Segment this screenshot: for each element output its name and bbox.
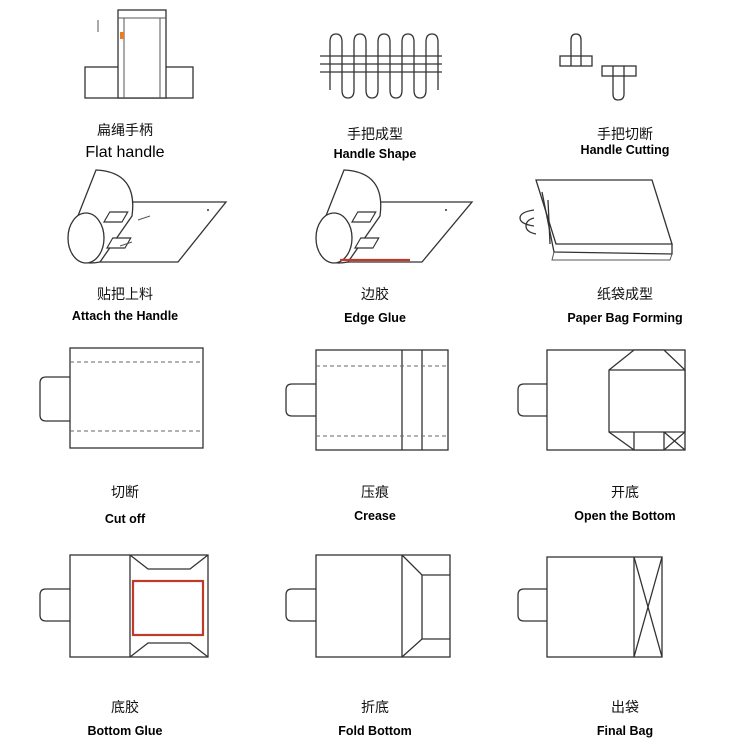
flat-handle-illustration <box>0 0 250 120</box>
attach-handle-illustration <box>0 169 250 330</box>
step-title-cn: 底胶 <box>111 700 139 716</box>
final-bag-illustration <box>500 535 750 675</box>
step-open-bottom: 开底 Open the Bottom <box>500 330 750 535</box>
fold-bottom-illustration <box>250 535 500 675</box>
step-title-cn: 开底 <box>611 485 639 501</box>
step-cut-off: 切断 Cut off <box>0 330 250 535</box>
step-final-bag: 出袋 Final Bag <box>500 535 750 750</box>
handle-cutting-illustration <box>500 0 750 120</box>
step-title-en: Paper Bag Forming <box>567 311 683 325</box>
step-title-en: Handle Shape <box>333 147 417 161</box>
step-paper-bag-forming: 纸袋成型 Paper Bag Forming <box>500 170 750 330</box>
step-title-en: Edge Glue <box>344 311 406 325</box>
step-title-cn: 出袋 <box>611 700 639 716</box>
step-title-cn: 贴把上料 <box>97 287 153 303</box>
step-flat-handle: 扁绳手柄 Flat handle <box>0 0 250 170</box>
step-title-cn: 手把切断 <box>597 127 653 143</box>
step-handle-cutting: 手把切断 Handle Cutting <box>500 0 750 170</box>
step-title-en: Fold Bottom <box>338 724 412 738</box>
step-title-en: Cut off <box>104 512 146 526</box>
step-bottom-glue: 底胶 Bottom Glue <box>0 535 250 750</box>
step-title-en: Flat handle <box>85 144 165 161</box>
step-title-en: Handle Cutting <box>580 143 670 157</box>
step-title-cn: 纸袋成型 <box>597 287 653 303</box>
step-edge-glue: 边胶 Edge Glue <box>250 169 500 330</box>
step-title-cn: 折底 <box>361 700 389 716</box>
step-title-cn: 边胶 <box>361 287 389 303</box>
step-title-en: Open the Bottom <box>574 509 676 523</box>
step-title-cn: 切断 <box>111 485 139 501</box>
cut-off-illustration <box>0 330 250 460</box>
step-title-cn: 扁绳手柄 <box>97 123 153 139</box>
step-title-en: Bottom Glue <box>87 724 163 738</box>
handle-shape-illustration <box>250 0 500 120</box>
edge-glue-illustration <box>250 169 500 330</box>
step-title-en: Final Bag <box>596 724 654 738</box>
step-attach-handle: 贴把上料 Attach the Handle <box>0 169 250 330</box>
step-title-cn: 手把成型 <box>347 127 403 143</box>
paper-bag-forming-illustration <box>500 170 750 330</box>
bottom-glue-illustration <box>0 535 250 675</box>
open-bottom-illustration <box>500 330 750 460</box>
step-title-en: Attach the Handle <box>71 309 179 323</box>
step-crease: 压痕 Crease <box>250 330 500 535</box>
step-fold-bottom: 折底 Fold Bottom <box>250 535 500 750</box>
crease-illustration <box>250 330 500 460</box>
step-title-cn: 压痕 <box>361 485 389 501</box>
step-title-en: Crease <box>354 509 396 523</box>
step-handle-shape: 手把成型 Handle Shape <box>250 0 500 170</box>
